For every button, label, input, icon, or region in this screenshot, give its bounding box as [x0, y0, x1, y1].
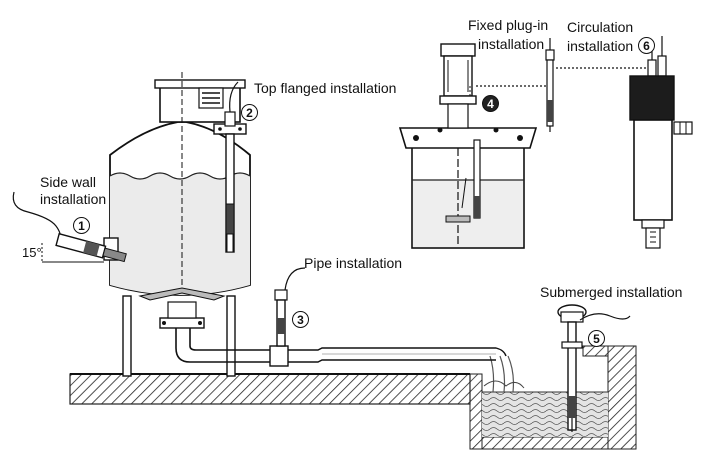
submerged-pool — [482, 355, 608, 437]
marker-5: 5 — [588, 330, 605, 347]
submerged-sensor — [557, 304, 631, 432]
pipe-label: Pipe installation — [304, 255, 403, 271]
marker-1: 1 — [73, 217, 90, 234]
tank — [103, 72, 251, 377]
submerged-label: Submerged installation — [540, 284, 683, 300]
pipe-sensor — [274, 267, 306, 347]
side-wall-label-line2: installation — [40, 191, 107, 207]
side-wall-sensor — [12, 191, 127, 263]
circulation-cell — [556, 36, 693, 249]
circulation-label-line2: installation — [567, 38, 634, 54]
side-wall-label-line1: Side wall — [40, 174, 97, 190]
fixed-plugin-label-line2: installation — [478, 36, 545, 52]
plugin-sensor-detail — [469, 38, 555, 132]
top-flanged-sensor — [224, 81, 239, 253]
marker-3: 3 — [292, 311, 309, 328]
pipeline — [175, 328, 507, 367]
top-flanged-label: Top flanged installation — [254, 80, 397, 96]
marker-6: 6 — [638, 37, 655, 54]
circulation-label-line1: Circulation — [567, 19, 634, 35]
marker-4: 4 — [482, 95, 499, 112]
marker-2: 2 — [241, 104, 258, 121]
fixed-plugin-label-line1: Fixed plug-in — [468, 17, 549, 33]
angle-label: 15° — [22, 245, 42, 260]
ground — [69, 345, 637, 450]
plugin-vessel — [398, 43, 538, 249]
